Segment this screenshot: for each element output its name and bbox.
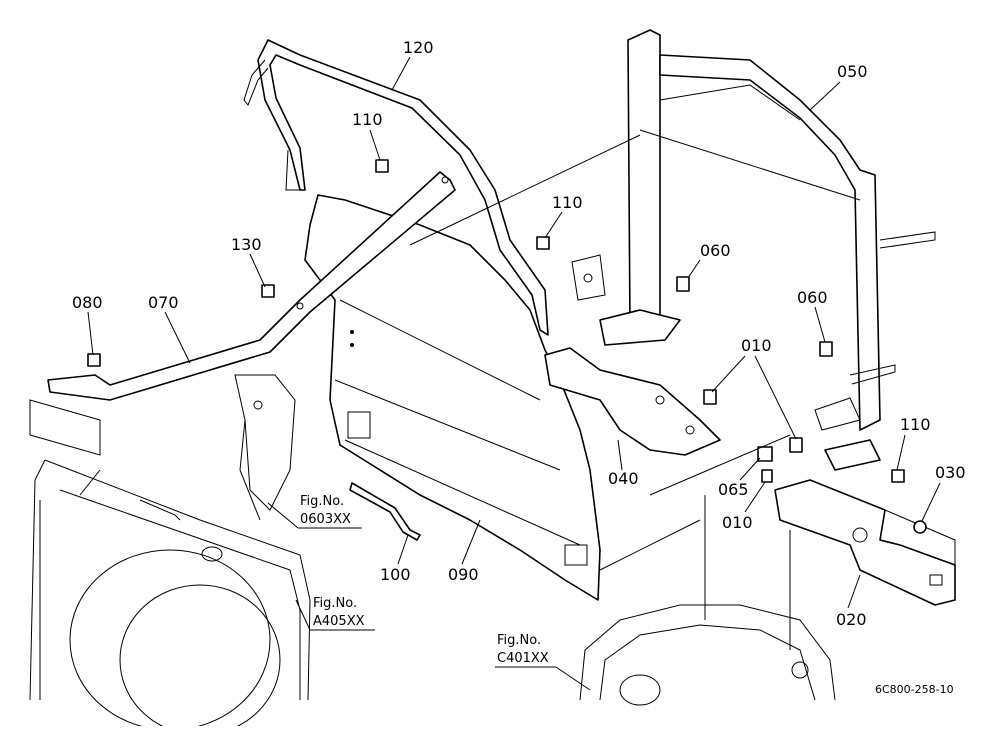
bolt-065-icon xyxy=(757,446,773,462)
document-code: 6C800-258-10 xyxy=(875,683,954,696)
figure-ref-a405xx: Fig.No. A405XX xyxy=(295,596,375,631)
label-080: 080 xyxy=(72,293,103,312)
bolt-110-right-icon xyxy=(891,469,905,483)
label-130: 130 xyxy=(231,235,262,254)
bolt-010-upper-icon xyxy=(703,389,717,405)
part-070-stay xyxy=(47,171,456,401)
part-020-bracket xyxy=(774,479,956,606)
label-110-upper: 110 xyxy=(352,110,383,129)
part-090-shroud xyxy=(304,194,601,601)
bolt-060-lower-icon xyxy=(819,341,833,357)
part-040-bracket xyxy=(544,347,721,456)
fig-ref-0603-label: Fig.No. xyxy=(300,494,344,509)
fig-ref-a405-code: A405XX xyxy=(313,614,365,629)
fig-ref-c401-code: C401XX xyxy=(497,651,549,666)
nut-030-icon xyxy=(913,520,927,534)
label-090: 090 xyxy=(448,565,479,584)
fig-ref-a405-label: Fig.No. xyxy=(313,596,357,611)
figure-ref-c401xx: Fig.No. C401XX xyxy=(495,633,591,691)
part-100-strip xyxy=(349,482,421,541)
part-120-handle xyxy=(243,39,549,336)
inner-bracket xyxy=(234,374,296,521)
figure-ref-0603xx: Fig.No. 0603XX xyxy=(267,494,362,529)
label-100: 100 xyxy=(380,565,411,584)
bolt-060-upper-icon xyxy=(676,276,690,292)
label-030: 030 xyxy=(935,463,966,482)
label-065: 065 xyxy=(718,480,749,499)
label-060-lower: 060 xyxy=(797,288,828,307)
label-020: 020 xyxy=(836,610,867,629)
bolt-080-icon xyxy=(87,353,101,367)
label-060-upper: 060 xyxy=(700,241,731,260)
part-labels: 120 110 130 080 070 110 060 050 060 010 … xyxy=(72,38,966,629)
label-010-upper: 010 xyxy=(741,336,772,355)
label-110-mid: 110 xyxy=(552,193,583,212)
fig-ref-c401-label: Fig.No. xyxy=(497,633,541,648)
label-050: 050 xyxy=(837,62,868,81)
radiator-frame xyxy=(29,459,311,731)
bolt-110-upper-icon xyxy=(375,159,389,173)
transmission-housing xyxy=(579,604,836,706)
label-040: 040 xyxy=(608,469,639,488)
label-010-lower: 010 xyxy=(722,513,753,532)
label-120: 120 xyxy=(403,38,434,57)
label-070: 070 xyxy=(148,293,179,312)
label-110-right: 110 xyxy=(900,415,931,434)
alignment-lines xyxy=(29,134,791,650)
bolt-010-icon xyxy=(761,469,773,483)
bolts xyxy=(87,159,927,534)
part-050-support-frame xyxy=(571,29,936,471)
bolt-130-icon xyxy=(261,284,275,298)
bolt-010-lower-icon xyxy=(789,437,803,453)
fig-ref-0603-code: 0603XX xyxy=(300,512,351,527)
bolt-110-mid-icon xyxy=(536,236,550,250)
